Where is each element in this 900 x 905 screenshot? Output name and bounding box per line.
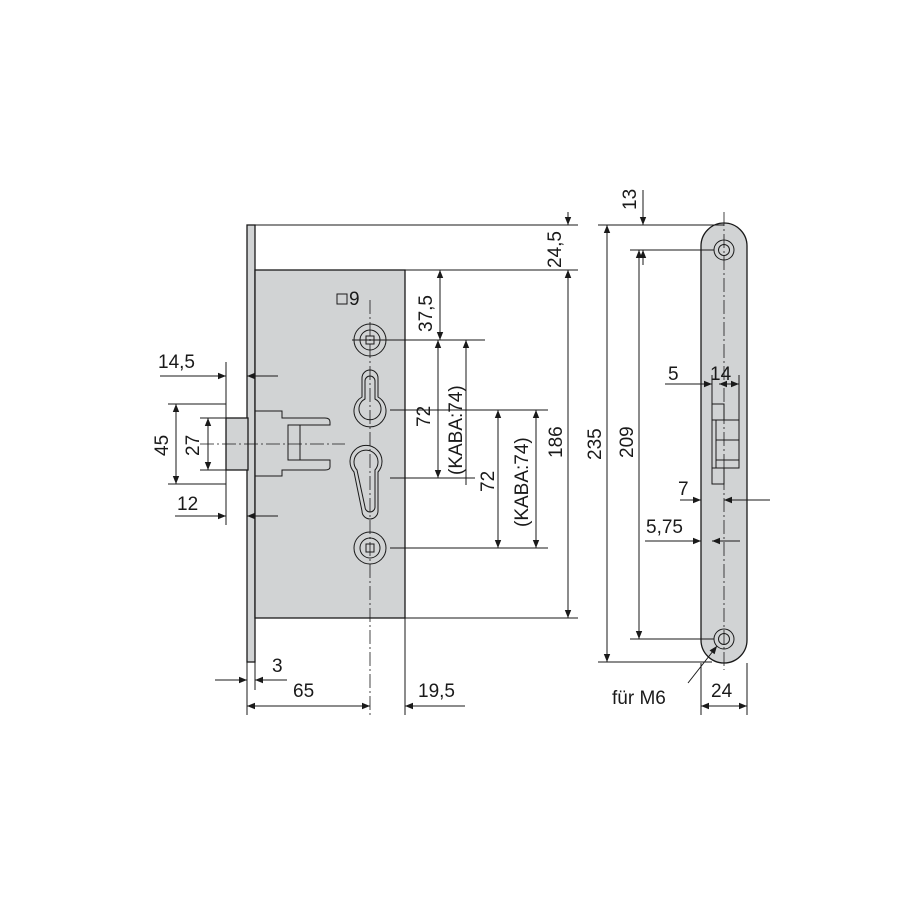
cylinder-cutout-lower: [349, 444, 383, 520]
dim-top-offset: 24,5: [545, 212, 572, 283]
dim-latch-projection: 14,5: [158, 352, 278, 418]
cylinder-cutout-upper: [353, 369, 387, 428]
svg-text:19,5: 19,5: [418, 681, 455, 702]
dim-backset: 65: [247, 681, 370, 710]
svg-text:7: 7: [678, 479, 689, 500]
dim-latch-12: 12: [175, 470, 278, 525]
dim-faceplate-total: 235: [585, 224, 724, 663]
svg-text:12: 12: [177, 494, 198, 515]
dim-faceplate-thickness: 3: [215, 630, 287, 715]
dim-case-height: 186: [546, 270, 572, 618]
svg-text:186: 186: [546, 426, 567, 458]
latch-mechanism: [255, 410, 331, 477]
svg-text:37,5: 37,5: [416, 295, 437, 332]
dim-cylinder-to-screw: 72 (KABA:74): [478, 410, 540, 548]
svg-text:65: 65: [293, 681, 314, 702]
dim-front-575: 5,75: [645, 517, 740, 545]
svg-text:5: 5: [668, 364, 679, 385]
svg-text:(KABA:74): (KABA:74): [512, 437, 533, 527]
dim-spindle-to-cylinder: 72 (KABA:74): [414, 340, 470, 485]
dim-case-rest: 19,5: [404, 618, 465, 715]
screw-note: für M6: [612, 645, 718, 709]
svg-text:72: 72: [414, 406, 435, 427]
spindle-square-label: 9: [349, 289, 360, 310]
faceplate-front-view: [700, 212, 748, 670]
svg-text:für M6: für M6: [612, 688, 666, 709]
dim-front-7: 7: [678, 479, 770, 504]
svg-text:235: 235: [585, 428, 606, 460]
svg-text:24,5: 24,5: [545, 231, 566, 268]
lock-case-side-view: 9: [200, 224, 406, 715]
svg-text:(KABA:74): (KABA:74): [446, 385, 467, 475]
faceplate-latch-opening: [711, 403, 740, 485]
svg-text:3: 3: [272, 656, 283, 677]
svg-text:24: 24: [711, 681, 733, 702]
svg-text:209: 209: [617, 426, 638, 458]
extension-lines-case: [255, 224, 578, 619]
dim-spindle-from-top: 37,5: [416, 270, 444, 340]
svg-text:27: 27: [183, 435, 204, 456]
dim-latch-core: 27: [183, 417, 226, 471]
dim-latch-height: 45: [152, 403, 226, 485]
dim-front-5-14: 5 14: [665, 364, 740, 420]
svg-text:45: 45: [152, 435, 173, 456]
svg-text:5,75: 5,75: [646, 517, 683, 538]
dim-front-offset-top: 13: [620, 189, 714, 265]
spindle-square-symbol: [336, 293, 348, 305]
dim-front-width: 24: [700, 663, 748, 715]
dim-screw-spacing: 209: [617, 250, 714, 640]
svg-text:72: 72: [478, 471, 499, 492]
svg-text:13: 13: [620, 189, 641, 210]
svg-text:14: 14: [710, 364, 732, 385]
svg-text:14,5: 14,5: [158, 352, 195, 373]
